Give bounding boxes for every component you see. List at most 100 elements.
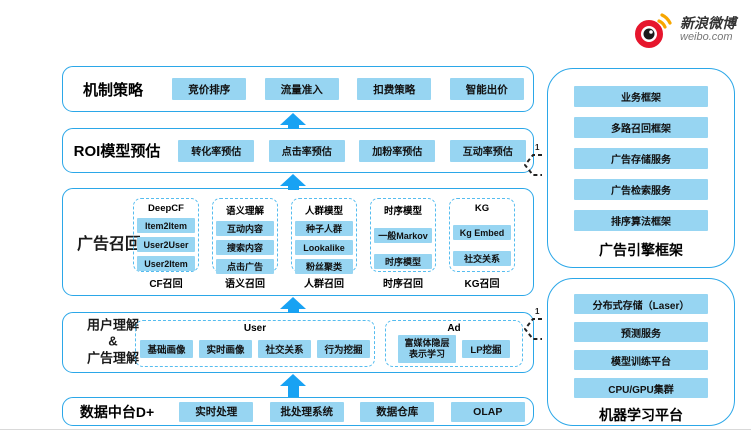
chip: 基础画像 [140, 340, 193, 358]
logo-domain: weibo.com [680, 30, 733, 43]
chip: 互动内容 [216, 221, 274, 236]
row-label: 机制策略 [82, 81, 143, 99]
row-understanding: 用户理解 & 广告理解 User 基础画像 实时画像 社交关系 行为挖掘 Ad … [62, 312, 534, 373]
chip: 数据仓库 [360, 401, 435, 422]
chip: 竞价排序 [172, 78, 247, 100]
chip: User2User [137, 237, 195, 252]
chip: 模型训练平台 [574, 350, 708, 370]
row-label: ROI模型预估 [73, 143, 161, 160]
chip: 富媒体隐层 表示学习 [398, 335, 456, 363]
weibo-logo-icon [635, 13, 672, 48]
chip: 流量准入 [264, 78, 339, 100]
up-arrow-icon [280, 374, 306, 397]
row-label: 用户理解 & 广告理解 [71, 317, 155, 368]
panel-ml-platform: 分布式存储（Laser） 预测服务 模型训练平台 CPU/GPU集群 机器学习平… [547, 278, 735, 426]
item-list: 转化率预估 点击率预估 加粉率预估 互动率预估 [171, 139, 533, 162]
chip: 排序算法框架 [574, 210, 708, 231]
panel-item-list: 分布式存储（Laser） 预测服务 模型训练平台 CPU/GPU集群 [574, 294, 708, 398]
group-footer: KG召回 [464, 279, 500, 290]
link-badge: 1 [535, 307, 540, 316]
row-label: 广告召回 [77, 236, 142, 253]
chip: 粉丝聚类 [295, 259, 353, 274]
recall-group-kg: KG Kg Embed 社交关系 KG召回 [449, 198, 515, 290]
link-badge: 1 [535, 143, 540, 152]
chip: 实时画像 [199, 340, 252, 358]
row-label-line: 用户理解 [86, 317, 139, 333]
group-footer: 时序召回 [383, 279, 423, 290]
row-data-platform: 数据中台D+ 实时处理 批处理系统 数据仓库 OLAP [62, 397, 534, 426]
chip: 批处理系统 [269, 401, 344, 422]
chip: 搜索内容 [216, 240, 274, 255]
chip: 扣费策略 [357, 78, 432, 100]
row-label: 数据中台D+ [79, 403, 155, 420]
chip: Lookalike [295, 240, 353, 255]
group-box: DeepCF Item2Item User2User User2Item [133, 198, 199, 272]
row-mechanism-strategy: 机制策略 竞价排序 流量准入 扣费策略 智能出价 [62, 66, 534, 112]
item-list: 竞价排序 流量准入 扣费策略 智能出价 [163, 78, 533, 100]
chip: OLAP [450, 401, 525, 422]
chip: 转化率预估 [178, 139, 255, 162]
group-header: KG [474, 203, 490, 214]
chip: 智能出价 [449, 78, 524, 100]
recall-group-temporal: 时序模型 一般Markov 时序模型 时序召回 [370, 198, 436, 290]
group-box: 语义理解 互动内容 搜索内容 点击广告 [212, 198, 278, 274]
recall-groups: DeepCF Item2Item User2User User2Item CF召… [133, 198, 515, 290]
panel-item-list: 业务框架 多路召回框架 广告存储服务 广告检索服务 排序算法框架 [574, 86, 708, 231]
chip: 互动率预估 [449, 139, 526, 162]
group-footer: 人群召回 [304, 279, 344, 290]
group-footer: CF召回 [149, 279, 183, 290]
chip: 加粉率预估 [359, 139, 436, 162]
item-list: 基础画像 实时画像 社交关系 行为挖掘 [140, 334, 370, 364]
panel-title: 广告引擎框架 [599, 242, 683, 258]
group-header: 语义理解 [225, 206, 264, 217]
chip: LP挖掘 [462, 340, 510, 358]
row-roi-estimation: ROI模型预估 转化率预估 点击率预估 加粉率预估 互动率预估 [62, 128, 534, 173]
chip: 广告存储服务 [574, 148, 708, 169]
chip: 预测服务 [574, 322, 708, 342]
group-box: 时序模型 一般Markov 时序模型 [370, 198, 436, 272]
logo-text: 新浪微博 weibo.com [680, 15, 736, 44]
chip: User2Item [137, 256, 195, 271]
up-arrow-icon [280, 174, 306, 190]
chip: CPU/GPU集群 [574, 378, 708, 398]
dashed-link-icon: 1 [520, 143, 550, 187]
user-group: User 基础画像 实时画像 社交关系 行为挖掘 [135, 320, 375, 367]
dashed-link-icon: 1 [520, 307, 550, 351]
chip: 点击广告 [216, 259, 274, 274]
chip: 点击率预估 [268, 139, 345, 162]
group-box: 人群模型 种子人群 Lookalike 粉丝聚类 [291, 198, 357, 274]
group-header: User [243, 323, 267, 334]
understanding-groups: User 基础画像 实时画像 社交关系 行为挖掘 Ad 富媒体隐层 表示学习 L… [135, 320, 523, 367]
panel-ad-engine: 业务框架 多路召回框架 广告存储服务 广告检索服务 排序算法框架 广告引擎框架 [547, 68, 735, 268]
recall-group-cf: DeepCF Item2Item User2User User2Item CF召… [133, 198, 199, 290]
up-arrow-icon [280, 297, 306, 313]
up-arrow-icon [280, 113, 306, 129]
chip: 社交关系 [258, 340, 311, 358]
chip: 行为挖掘 [317, 340, 370, 358]
row-label-line: & [108, 334, 118, 350]
slide-bottom-rule [0, 429, 751, 430]
weibo-logo: 新浪微博 weibo.com [632, 8, 736, 50]
panel-title: 机器学习平台 [599, 407, 683, 423]
chip: 多路召回框架 [574, 117, 708, 138]
group-header: DeepCF [148, 203, 184, 214]
chip: Kg Embed [453, 225, 511, 240]
chip: 一般Markov [374, 228, 432, 243]
item-list: 富媒体隐层 表示学习 LP挖掘 [398, 334, 510, 364]
chip: 种子人群 [295, 221, 353, 236]
group-header: 时序模型 [383, 206, 422, 217]
ad-group: Ad 富媒体隐层 表示学习 LP挖掘 [385, 320, 523, 367]
row-ad-recall: 广告召回 DeepCF Item2Item User2User User2Ite… [62, 188, 534, 296]
row-label-line: 广告理解 [86, 350, 139, 366]
chip: 时序模型 [374, 254, 432, 269]
chip: 实时处理 [179, 401, 254, 422]
recall-group-semantic: 语义理解 互动内容 搜索内容 点击广告 语义召回 [212, 198, 278, 290]
chip: Item2Item [137, 218, 195, 233]
item-list: 实时处理 批处理系统 数据仓库 OLAP [171, 401, 533, 422]
group-header: 人群模型 [304, 206, 343, 217]
logo-brand: 新浪微博 [680, 14, 736, 31]
group-box: KG Kg Embed 社交关系 [449, 198, 515, 272]
chip: 业务框架 [574, 86, 708, 107]
chip: 分布式存储（Laser） [574, 294, 708, 314]
